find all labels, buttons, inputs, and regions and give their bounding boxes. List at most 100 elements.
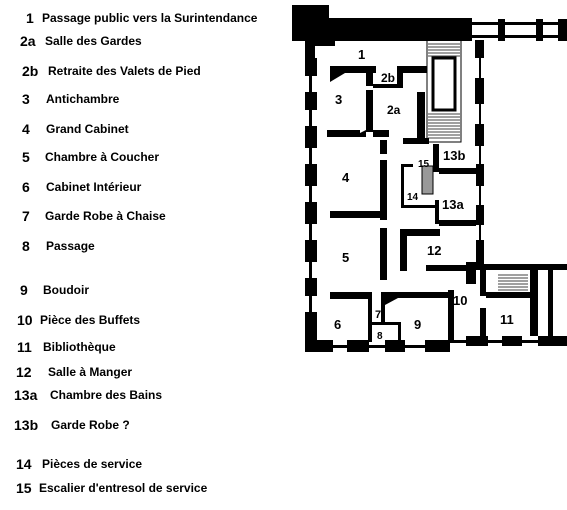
room-number: 15 [418, 159, 430, 170]
wall [305, 40, 315, 58]
wall [530, 270, 538, 336]
legend-label: Salle à Manger [48, 365, 133, 379]
legend-label: Retraite des Valets de Pied [48, 64, 201, 78]
legend-label: Garde Robe ? [51, 418, 130, 432]
room-number: 12 [427, 243, 441, 258]
wall [558, 19, 567, 41]
wall [401, 164, 413, 167]
wall [330, 66, 376, 73]
wall [433, 144, 439, 172]
legend-number: 6 [22, 179, 30, 195]
wall [448, 290, 454, 340]
room-number: 13a [442, 197, 464, 212]
wall [435, 200, 439, 224]
wall [400, 229, 440, 236]
wall [381, 292, 385, 322]
wall [439, 168, 476, 174]
wall [305, 58, 317, 76]
wall [366, 90, 373, 132]
legend-number: 2a [20, 33, 36, 49]
legend-label: Bibliothèque [43, 340, 116, 354]
legend-label: Pièces de service [42, 457, 143, 471]
legend: 1 Passage public vers la Surintendance 2… [14, 10, 258, 496]
legend-number: 10 [17, 312, 33, 328]
legend-number: 12 [16, 364, 32, 380]
wall [466, 262, 476, 284]
legend-number: 8 [22, 238, 30, 254]
wall [466, 336, 488, 346]
legend-label: Grand Cabinet [46, 122, 129, 136]
room-number: 11 [500, 312, 514, 327]
legend-number: 2b [22, 63, 39, 79]
main-staircase [426, 39, 462, 143]
legend-number: 14 [16, 456, 32, 472]
legend-label: Chambre à Coucher [45, 150, 160, 164]
legend-label: Chambre des Bains [50, 388, 163, 402]
wall [472, 35, 567, 38]
wall [417, 92, 425, 142]
room-number: 4 [342, 170, 350, 185]
wall [403, 138, 429, 144]
wall [426, 265, 476, 271]
wall [305, 202, 317, 224]
legend-number: 1 [26, 10, 34, 26]
wall [538, 336, 567, 346]
wall [305, 92, 317, 110]
wall [292, 5, 329, 41]
wall [476, 205, 484, 225]
legend-label: Garde Robe à Chaise [45, 209, 166, 223]
wall [472, 22, 567, 25]
east-stair [498, 274, 528, 291]
wall [502, 336, 522, 346]
wall [368, 292, 372, 342]
wall [480, 308, 486, 336]
wall [380, 160, 387, 220]
room-number: 1 [358, 47, 365, 62]
wall [401, 164, 404, 208]
wall [475, 124, 484, 146]
service-stair [421, 165, 434, 195]
legend-label: Passage public vers la Surintendance [42, 11, 258, 25]
legend-number: 13b [14, 417, 39, 433]
legend-label: Salle des Gardes [45, 34, 142, 48]
wall [329, 18, 472, 41]
wall [439, 220, 476, 226]
wall [305, 40, 335, 46]
room-number: 14 [407, 192, 419, 203]
legend-label: Antichambre [46, 92, 120, 106]
legend-number: 15 [16, 480, 32, 496]
wall [305, 278, 317, 296]
wall [380, 228, 387, 280]
floor-plan: 1 2b 3 2a 4 15 13b 14 13a 12 5 10 11 6 7… [292, 5, 567, 352]
legend-number: 5 [22, 149, 30, 165]
wall [327, 130, 360, 137]
wall [475, 78, 484, 104]
wall [305, 164, 317, 186]
wall [373, 130, 389, 137]
legend-number: 7 [22, 208, 30, 224]
wall [305, 340, 333, 352]
wall [381, 292, 449, 298]
wall [347, 340, 369, 352]
wall [305, 240, 317, 262]
legend-number: 3 [22, 91, 30, 107]
legend-number: 4 [22, 121, 30, 137]
stair-outline [426, 39, 462, 143]
legend-number: 13a [14, 387, 38, 403]
wall [373, 84, 403, 88]
wall [476, 164, 484, 186]
wall [403, 66, 427, 73]
wall [480, 270, 486, 296]
room-number: 2b [381, 71, 395, 85]
wall [330, 292, 370, 299]
legend-label: Cabinet Intérieur [46, 180, 142, 194]
room-number: 9 [414, 317, 421, 332]
wall [476, 240, 484, 270]
wall [536, 19, 543, 41]
legend-number: 11 [17, 339, 32, 355]
room-number: 13b [443, 148, 465, 163]
room-number: 7 [375, 309, 381, 321]
wall [475, 40, 484, 58]
legend-label: Boudoir [43, 283, 89, 297]
wall [398, 322, 401, 340]
